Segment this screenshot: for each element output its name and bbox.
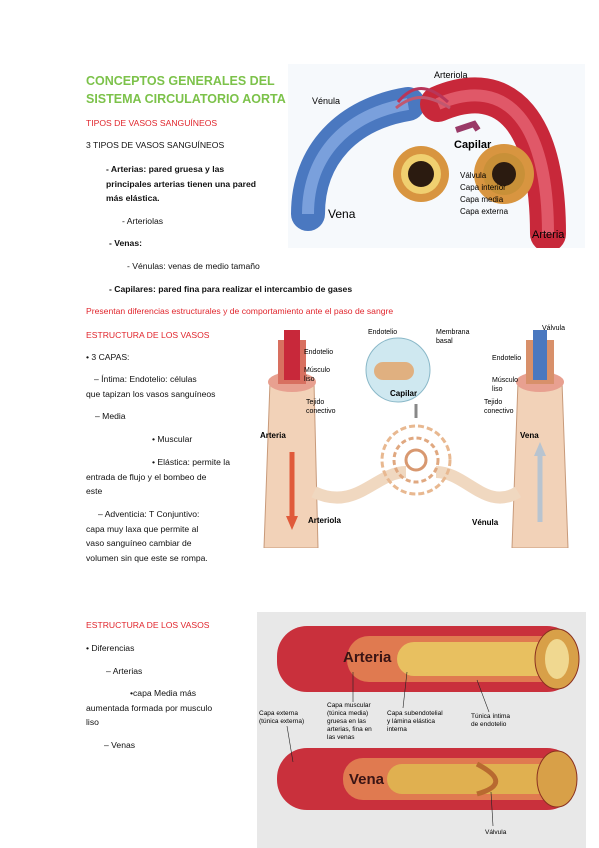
fig3-ext-2: (túnica externa) — [259, 718, 304, 725]
section2-heading: ESTRUCTURA DE LOS VASOS — [86, 330, 210, 340]
fig3-valvula-label: Válvula — [485, 829, 507, 836]
fig3-int-2: de endotelio — [471, 721, 507, 728]
capa-line-2: aumentada formada por musculo — [86, 702, 213, 713]
media-item: – Media — [95, 411, 126, 421]
fig1-vena-label: Vena — [328, 207, 356, 221]
fig3-vena-label: Vena — [349, 771, 385, 788]
fig2-endotelio-right: Endotelio — [492, 355, 521, 362]
fig2-membrana-2: basal — [436, 338, 453, 345]
arterias-line-2: principales arterias tienen una pared — [106, 178, 256, 189]
vessel-structure-figure: Endotelio Músculo liso Tejido conectivo … — [256, 322, 582, 548]
fig3-arteria-label: Arteria — [343, 649, 392, 666]
fig2-arteriola-label: Arteriola — [308, 516, 341, 525]
fig2-endotelio-left: Endotelio — [304, 349, 333, 356]
adventicia-line-2: capa muy laxa que permite al — [86, 523, 199, 534]
fig2-membrana-1: Membrana — [436, 329, 470, 336]
fig1-arteria-label: Arteria — [532, 229, 565, 241]
fig2-capilar-label: Capilar — [390, 389, 417, 398]
arterias-line-3: más elástica. — [106, 193, 160, 203]
arterias-diff-item: – Arterias — [106, 666, 143, 676]
capas-item: • 3 CAPAS: — [86, 352, 130, 362]
fig2-tejido-left-2: conectivo — [306, 408, 336, 415]
elastica-text: • Elástica: permite la entrada de flujo … — [86, 455, 246, 499]
fig1-venula-label: Vénula — [312, 96, 340, 106]
arteriolas-item: - Arteriolas — [122, 216, 164, 226]
intima-line-1: – Íntima: Endotelio: células — [94, 374, 197, 384]
fig1-capa-externa-label: Capa externa — [460, 207, 509, 216]
muscular-item: • Muscular — [152, 434, 193, 444]
fig2-musculo-left-2: liso — [304, 376, 315, 383]
fig3-mus-2: (túnica media) — [327, 710, 368, 717]
fig2-arteria-label: Arteria — [260, 431, 286, 440]
fig3-sub-3: interna — [387, 726, 407, 733]
arterias-line-1: - Arterias: pared gruesa y las — [106, 164, 225, 174]
adventicia-line-4: volumen sin que este se rompa. — [86, 552, 208, 563]
venas-item: - Venas: — [109, 238, 142, 248]
intima-text: – Íntima: Endotelio: células que tapizan… — [86, 372, 246, 401]
fig2-valvula-label: Válvula — [542, 325, 565, 332]
diferencias-item: • Diferencias — [86, 643, 135, 653]
fig2-tejido-right-1: Tejido — [484, 399, 502, 406]
fig1-valvula-label: Válvula — [460, 171, 487, 180]
capa-line-1: •capa Media más — [130, 688, 197, 698]
fig1-capa-interior-label: Capa interior — [460, 183, 506, 192]
capilares-item: - Capilares: pared fina para realizar el… — [109, 284, 353, 294]
elastica-line-3: este — [86, 486, 103, 496]
fig2-musculo-left-1: Músculo — [304, 367, 330, 374]
elastica-line-2: entrada de flujo y el bombeo de — [86, 471, 207, 482]
artery-vein-layers-figure: Arteria Vena Capa externa (túnica extern… — [257, 612, 586, 848]
section3-heading: ESTRUCTURA DE LOS VASOS — [86, 620, 210, 630]
fig3-mus-5: las venas — [327, 734, 355, 741]
fig3-mus-3: gruesa en las — [327, 718, 367, 725]
fig2-musculo-right-1: Músculo — [492, 377, 518, 384]
fig2-musculo-right-2: liso — [492, 386, 503, 393]
venulas-item: - Vénulas: venas de medio tamaño — [127, 261, 260, 271]
adventicia-line-3: vaso sanguíneo cambiar de — [86, 538, 192, 548]
section1-heading: TIPOS DE VASOS SANGUÍNEOS — [86, 118, 218, 128]
fig2-tejido-left-1: Tejido — [306, 399, 324, 406]
adventicia-text: – Adventicia: T Conjuntivo: capa muy lax… — [86, 507, 246, 565]
vessel-types-figure: Arteriola Vénula Capilar Válvula Capa in… — [288, 64, 585, 248]
title-line-2: SISTEMA CIRCULATORIO AORTA — [86, 92, 286, 106]
capa-line-3: liso — [86, 717, 99, 727]
capa-media-text: •capa Media más aumentada formada por mu… — [86, 686, 246, 730]
arterias-text: - Arterias: pared gruesa y las principal… — [106, 162, 286, 206]
fig3-int-1: Túnica íntima — [471, 713, 510, 720]
fig1-arteriola-label: Arteriola — [434, 70, 468, 80]
fig2-vena-label: Vena — [520, 431, 539, 440]
fig3-mus-4: arterias, fina en — [327, 726, 372, 733]
fig2-venula-label: Vénula — [472, 518, 499, 527]
fig2-tejido-right-2: conectivo — [484, 408, 514, 415]
fig3-sub-1: Capa subendotelial — [387, 710, 443, 717]
fig2-endotelio-center: Endotelio — [368, 329, 397, 336]
elastica-line-1: • Elástica: permite la — [152, 457, 230, 467]
page-title: CONCEPTOS GENERALES DEL SISTEMA CIRCULAT… — [86, 72, 286, 108]
fig3-sub-2: y lámina elástica — [387, 718, 435, 725]
fig1-capilar-label: Capilar — [454, 139, 492, 151]
section1-subheading: 3 TIPOS DE VASOS SANGUÍNEOS — [86, 140, 225, 150]
fig3-ext-1: Capa externa — [259, 710, 298, 717]
intima-line-2: que tapizan los vasos sanguíneos — [86, 388, 216, 399]
fig3-mus-1: Capa muscular — [327, 702, 372, 709]
venas-diff-item: – Venas — [104, 740, 136, 750]
title-line-1: CONCEPTOS GENERALES DEL — [86, 74, 275, 88]
fig1-capa-media-label: Capa media — [460, 195, 504, 204]
adventicia-line-1: – Adventicia: T Conjuntivo: — [98, 509, 200, 519]
differences-note: Presentan diferencias estructurales y de… — [86, 306, 394, 316]
